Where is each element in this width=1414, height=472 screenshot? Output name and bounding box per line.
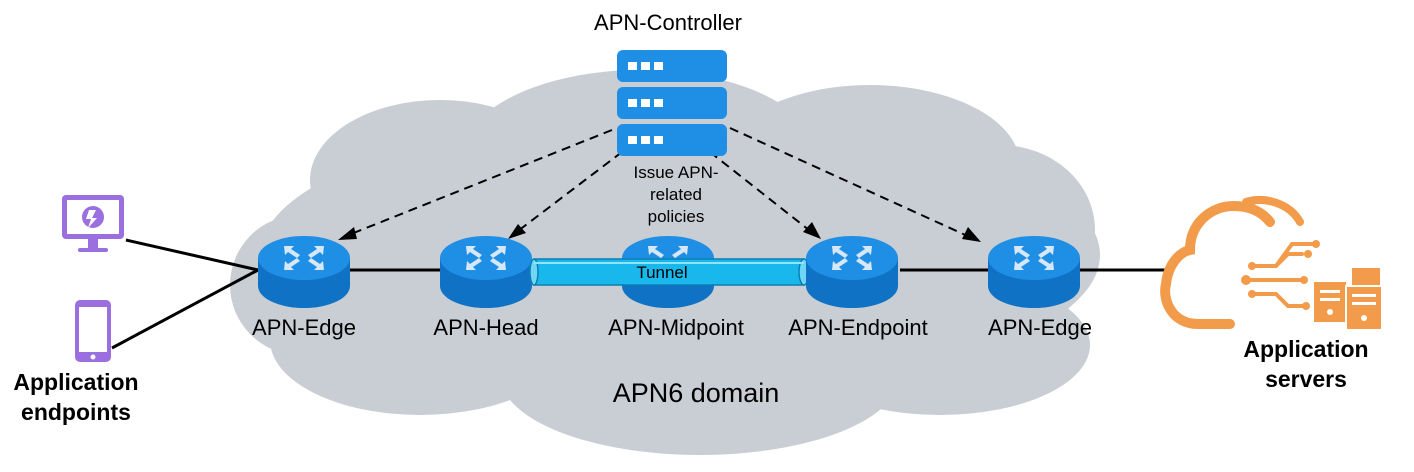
node-label-apn-endpoint: APN-Endpoint (788, 315, 927, 340)
cloud-server-icon (1160, 196, 1383, 331)
router-apn-edge-left (258, 236, 350, 308)
server-stack-icon (617, 50, 727, 156)
policy-note-line-2: related (650, 185, 702, 204)
router-apn-edge-right (988, 236, 1080, 308)
controller-label: APN-Controller (594, 10, 742, 35)
link-monitor-edge (125, 238, 259, 272)
router-apn-endpoint (806, 236, 898, 308)
node-label-apn-head: APN-Head (433, 315, 538, 340)
node-label-apn-edge-left: APN-Edge (252, 315, 356, 340)
policy-arrows (345, 127, 973, 239)
tunnel-label: Tunnel (636, 263, 687, 282)
monitor-icon (62, 195, 124, 252)
links (111, 238, 1172, 350)
servers-label-line-2: servers (1265, 366, 1347, 392)
link-phone-edge (111, 268, 259, 350)
apn6-domain-cloud (230, 70, 1100, 455)
policy-note-line-3: policies (648, 207, 705, 226)
node-label-apn-edge-right: APN-Edge (988, 315, 1092, 340)
router-apn-head (440, 236, 532, 308)
tunnel (529, 258, 810, 286)
endpoints-label-line-1: Application (13, 369, 138, 395)
policy-arrowheads (338, 222, 981, 242)
smartphone-icon (75, 300, 111, 362)
domain-label: APN6 domain (613, 378, 780, 408)
node-label-apn-midpoint: APN-Midpoint (608, 315, 744, 340)
servers-label-line-1: Application (1243, 336, 1368, 362)
endpoints-label-line-2: endpoints (21, 399, 131, 425)
policy-note-line-1: Issue APN- (633, 163, 718, 182)
